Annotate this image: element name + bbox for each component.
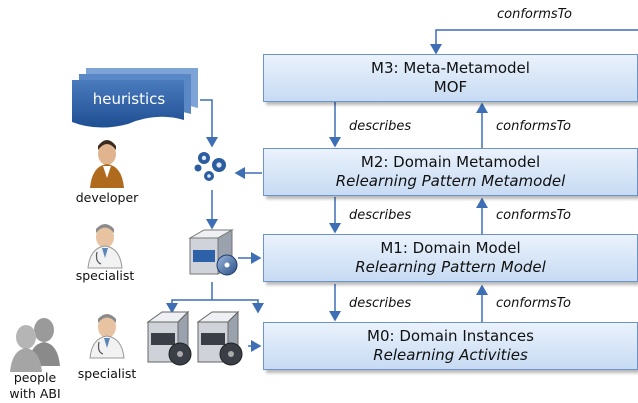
developer-label: developer: [75, 190, 139, 205]
top-conforms-label: conformsTo: [497, 7, 572, 22]
left-flow-edges: [166, 99, 264, 352]
conforms-2-3-label: conformsTo: [496, 119, 571, 134]
m2-subtitle: Relearning Pattern Metamodel: [335, 172, 566, 190]
conforms-1-2-label: conformsTo: [496, 208, 571, 223]
describes-1-0-label: describes: [349, 296, 412, 311]
m3-subtitle: MOF: [433, 78, 468, 96]
gears-icon: [194, 152, 226, 181]
people-group-icon: [10, 318, 60, 372]
m2-title: M2: Domain Metamodel: [360, 153, 541, 171]
developer-person-icon: [90, 140, 124, 188]
heuristics-document-icon: [72, 68, 198, 128]
people-abi-line1: people: [13, 370, 57, 385]
m0-box: M0: Domain Instances Relearning Activiti…: [263, 322, 638, 370]
specialist-m1-label: specialist: [75, 268, 135, 283]
specialist-doctor-m1-icon: [87, 224, 123, 269]
software-package-icon: [188, 229, 238, 276]
m1-subtitle: Relearning Pattern Model: [355, 258, 546, 276]
conforms-0-1-label: conformsTo: [496, 296, 571, 311]
m1-title: M1: Domain Model: [380, 239, 521, 257]
m3-title: M3: Meta-Metamodel: [371, 59, 530, 77]
describes-3-2-label: describes: [349, 119, 412, 134]
m1-box: M1: Domain Model Relearning Pattern Mode…: [263, 234, 638, 282]
m2-box: M2: Domain Metamodel Relearning Pattern …: [263, 148, 638, 196]
specialist-m0-label: specialist: [77, 366, 137, 381]
people-abi-line2: with ABI: [9, 386, 61, 401]
m3-box: M3: Meta-Metamodel MOF: [263, 54, 638, 102]
level-edges: [329, 102, 488, 322]
heuristics-label: heuristics: [92, 90, 166, 108]
software-package-right-icon: [196, 310, 243, 366]
describes-2-1-label: describes: [349, 208, 412, 223]
m0-title: M0: Domain Instances: [367, 327, 534, 345]
people-abi-label: people with ABI: [0, 370, 70, 402]
specialist-doctor-m0-icon: [89, 314, 125, 359]
m0-subtitle: Relearning Activities: [373, 346, 528, 364]
software-package-left-icon: [146, 310, 192, 366]
